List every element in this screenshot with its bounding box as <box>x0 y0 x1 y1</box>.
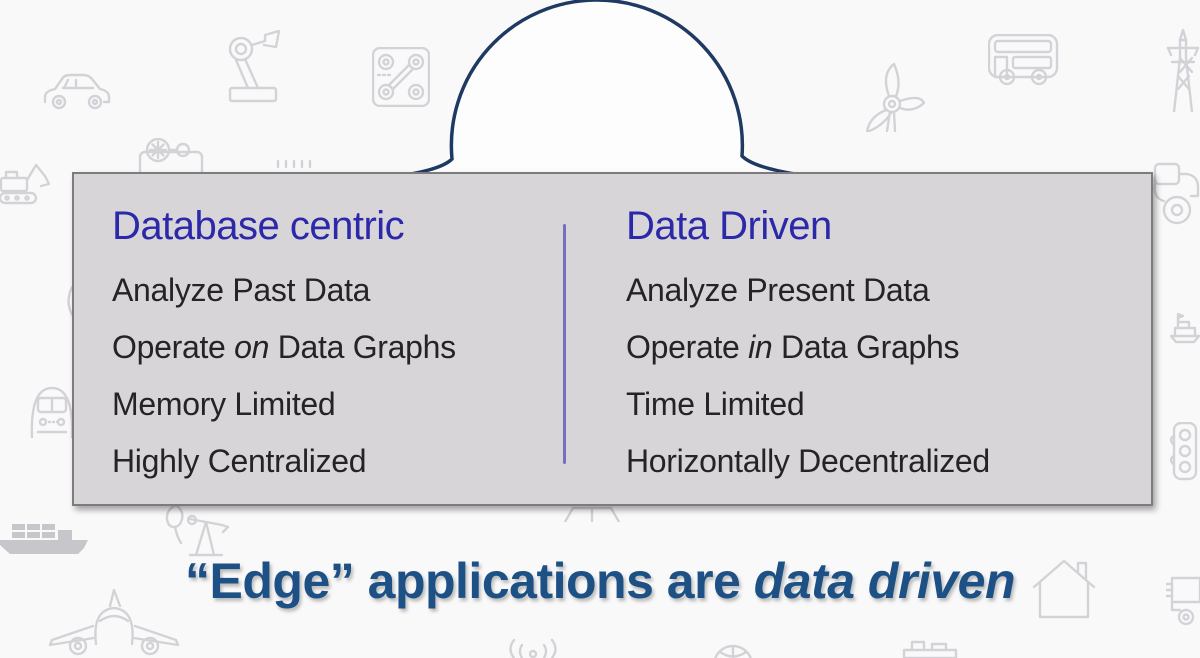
headline-italic-text: data driven <box>753 553 1016 609</box>
list-item: Analyze Present Data <box>626 272 930 308</box>
ferry-icon <box>1170 308 1200 346</box>
power-pylon-icon <box>1166 28 1200 112</box>
headline: “Edge” applications are data driven <box>0 552 1200 610</box>
airplane-icon <box>48 588 180 658</box>
comparison-panel: Database centric Analyze Past Data Opera… <box>72 172 1153 506</box>
robot-arm-icon <box>218 30 290 103</box>
scale-partial-icon <box>563 506 621 522</box>
wind-turbine-icon <box>862 58 926 132</box>
globe-partial-icon <box>712 644 754 658</box>
panel-divider <box>563 224 566 464</box>
list-item: Memory Limited <box>112 386 336 422</box>
list-item: Analyze Past Data <box>112 272 371 308</box>
traffic-light-icon <box>1168 422 1200 484</box>
list-item: Horizontally Decentralized <box>626 443 990 479</box>
column-title-data-driven: Data Driven <box>626 204 832 248</box>
circuit-board-icon <box>372 47 430 107</box>
database-centric-column: Database centric Analyze Past Data Opera… <box>112 198 456 490</box>
train-icon <box>28 376 76 438</box>
cargo-ship-icon <box>0 518 92 558</box>
bus-icon <box>988 34 1060 86</box>
headline-text: “Edge” applications are <box>185 553 754 609</box>
list-item: Time Limited <box>626 386 805 422</box>
list-item: Highly Centralized <box>112 443 367 479</box>
excavator-icon <box>0 162 50 208</box>
list-item: Operate on Data Graphs <box>112 329 456 365</box>
car-icon <box>42 68 112 110</box>
tractor-icon <box>1153 162 1200 227</box>
house-icon <box>1032 555 1096 621</box>
cart-partial-icon <box>900 636 960 658</box>
cloud-icon <box>390 0 817 182</box>
delivery-truck-icon <box>1166 576 1200 626</box>
data-driven-column: Data Driven Analyze Present Data Operate… <box>626 198 990 490</box>
column-title-database-centric: Database centric <box>112 204 405 248</box>
oil-pump-icon <box>162 503 230 558</box>
list-item: Operate in Data Graphs <box>626 329 960 365</box>
wifi-icon <box>506 638 560 658</box>
ticks-partial-icon <box>276 158 316 168</box>
